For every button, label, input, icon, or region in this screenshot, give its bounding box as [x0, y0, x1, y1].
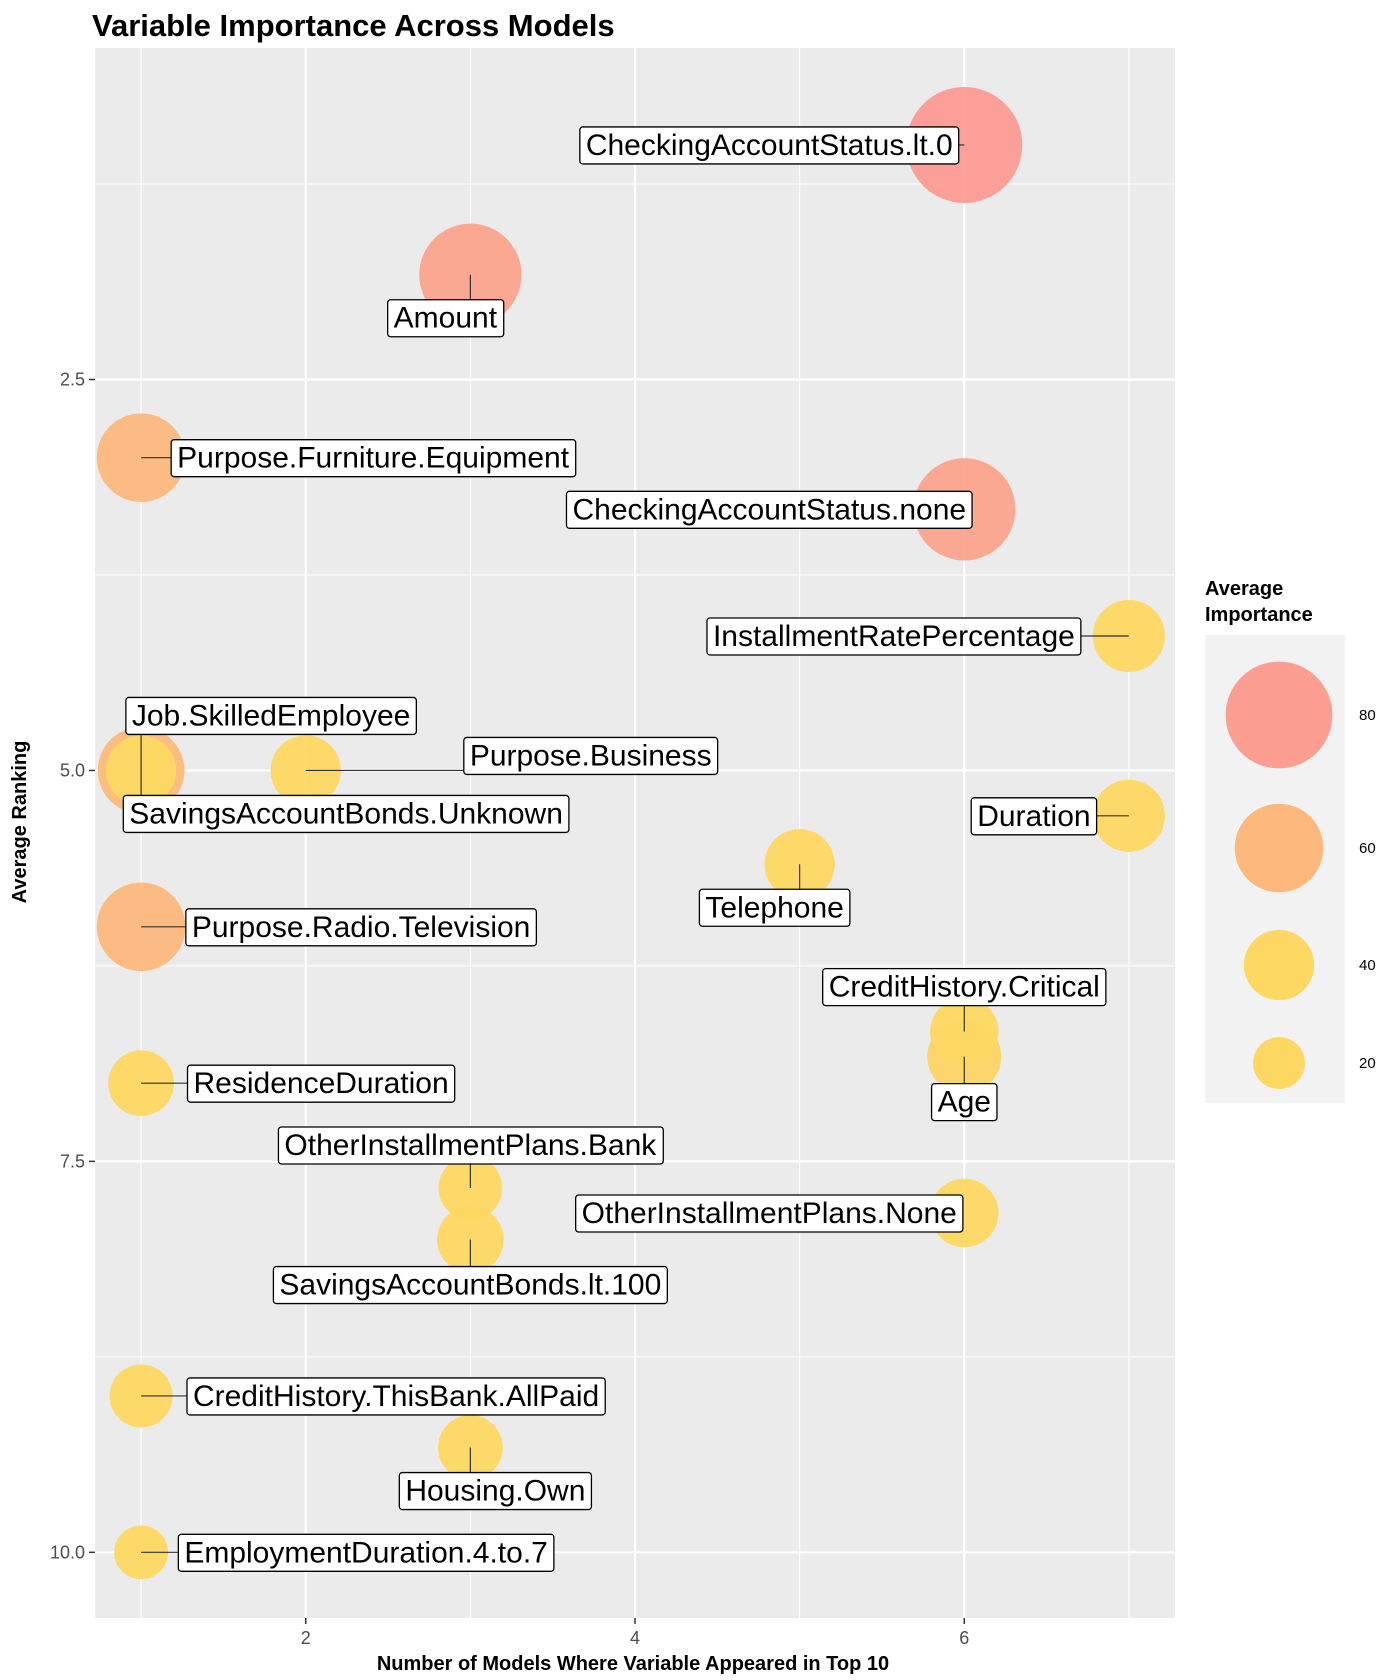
point-label-text: Age [938, 1086, 991, 1119]
x-tick-label: 4 [630, 1628, 640, 1648]
point-label: Age [930, 1056, 998, 1122]
point-label: OtherInstallmentPlans.Bank [277, 1126, 664, 1188]
legend-key-bubble [1234, 803, 1324, 893]
point-label: SavingsAccountBonds.lt.100 [272, 1239, 668, 1305]
label-box [170, 439, 577, 478]
point-label-text: ResidenceDuration [194, 1067, 449, 1100]
point-label-text: Job.SkilledEmployee [132, 699, 410, 732]
label-box [565, 490, 973, 529]
point-label: CheckingAccountStatus.none [565, 490, 973, 529]
x-tick-label: 6 [959, 1628, 969, 1648]
point-label: CreditHistory.Critical [822, 967, 1107, 1032]
point-label-text: Purpose.Furniture.Equipment [177, 442, 570, 475]
label-box [698, 888, 851, 927]
x-tick-label: 2 [301, 1628, 311, 1648]
point-label: Amount [387, 274, 505, 338]
y-tick-label: 7.5 [60, 1151, 85, 1171]
point-label-text: OtherInstallmentPlans.None [582, 1197, 957, 1230]
point-label-text: OtherInstallmentPlans.Bank [284, 1129, 657, 1162]
legend: Average Importance 80 60 40 20 [1205, 578, 1376, 1103]
point-label: Duration [970, 797, 1129, 836]
legend-title-line2: Importance [1205, 604, 1313, 626]
point-label-text: CheckingAccountStatus.lt.0 [586, 129, 953, 162]
point-label: Telephone [698, 864, 851, 927]
legend-key-bubble [1253, 1037, 1305, 1089]
y-tick-label: 5.0 [60, 760, 85, 780]
label-box [463, 736, 719, 776]
point-label: Job.SkilledEmployee [125, 696, 417, 771]
legend-key-bubble [1243, 929, 1315, 1001]
y-tick-label: 2.5 [60, 370, 85, 390]
y-tick-label: 10.0 [50, 1542, 85, 1562]
label-box [822, 967, 1107, 1007]
point-label: Purpose.Business [305, 736, 719, 776]
point-label: CreditHistory.ThisBank.AllPaid [141, 1377, 606, 1416]
point-label-text: Telephone [705, 891, 843, 924]
point-label: CheckingAccountStatus.lt.0 [579, 126, 965, 165]
point-label-text: SavingsAccountBonds.Unknown [129, 797, 563, 830]
point-label-text: CheckingAccountStatus.none [572, 493, 966, 526]
label-box [125, 696, 417, 736]
point-label-text: Amount [394, 302, 498, 335]
point-label-text: SavingsAccountBonds.lt.100 [279, 1269, 661, 1302]
legend-entry-label: 40 [1359, 957, 1376, 974]
point-label-text: Duration [977, 800, 1090, 833]
point-label-text: Purpose.Radio.Television [192, 911, 531, 944]
point-label-text: Purpose.Business [470, 739, 712, 772]
label-box [186, 1377, 606, 1416]
point-label: Purpose.Furniture.Equipment [141, 439, 577, 478]
legend-key-bubble [1225, 661, 1333, 769]
label-box [579, 126, 960, 165]
point-label: Housing.Own [398, 1447, 593, 1511]
label-box [970, 797, 1098, 836]
label-box [186, 1064, 456, 1103]
point-label: Purpose.Radio.Television [141, 908, 538, 947]
axes: 2 4 6 2.5 5.0 7.5 10.0 [50, 370, 969, 1648]
legend-title-line1: Average [1205, 578, 1283, 600]
label-layer: CheckingAccountStatus.lt.0AmountPurpose.… [122, 126, 1129, 1572]
point-label-text: CreditHistory.ThisBank.AllPaid [193, 1380, 599, 1413]
label-box [272, 1265, 668, 1305]
chart-title: Variable Importance Across Models [92, 8, 615, 43]
label-box [398, 1471, 593, 1511]
point-label: InstallmentRatePercentage [706, 617, 1129, 656]
label-box [387, 299, 505, 338]
label-box [575, 1194, 964, 1233]
point-label: OtherInstallmentPlans.None [575, 1194, 964, 1233]
point-label-text: CreditHistory.Critical [829, 971, 1100, 1004]
point-label-text: InstallmentRatePercentage [713, 620, 1075, 653]
point-label: SavingsAccountBonds.Unknown [122, 770, 570, 834]
label-box [122, 794, 570, 834]
label-box [177, 1533, 555, 1572]
point-label: ResidenceDuration [141, 1064, 456, 1103]
legend-entry-label: 60 [1359, 840, 1376, 857]
point-label-text: Housing.Own [405, 1475, 585, 1508]
legend-entry-label: 80 [1359, 707, 1376, 724]
y-axis-title: Average Ranking [9, 741, 31, 904]
legend-entry-label: 20 [1359, 1055, 1376, 1072]
label-box [185, 908, 538, 947]
point-label: EmploymentDuration.4.to.7 [141, 1533, 555, 1572]
point-label-text: EmploymentDuration.4.to.7 [184, 1536, 548, 1569]
x-axis-title: Number of Models Where Variable Appeared… [377, 1653, 889, 1675]
label-box [706, 617, 1082, 656]
label-box [930, 1082, 998, 1122]
label-box [277, 1126, 664, 1165]
